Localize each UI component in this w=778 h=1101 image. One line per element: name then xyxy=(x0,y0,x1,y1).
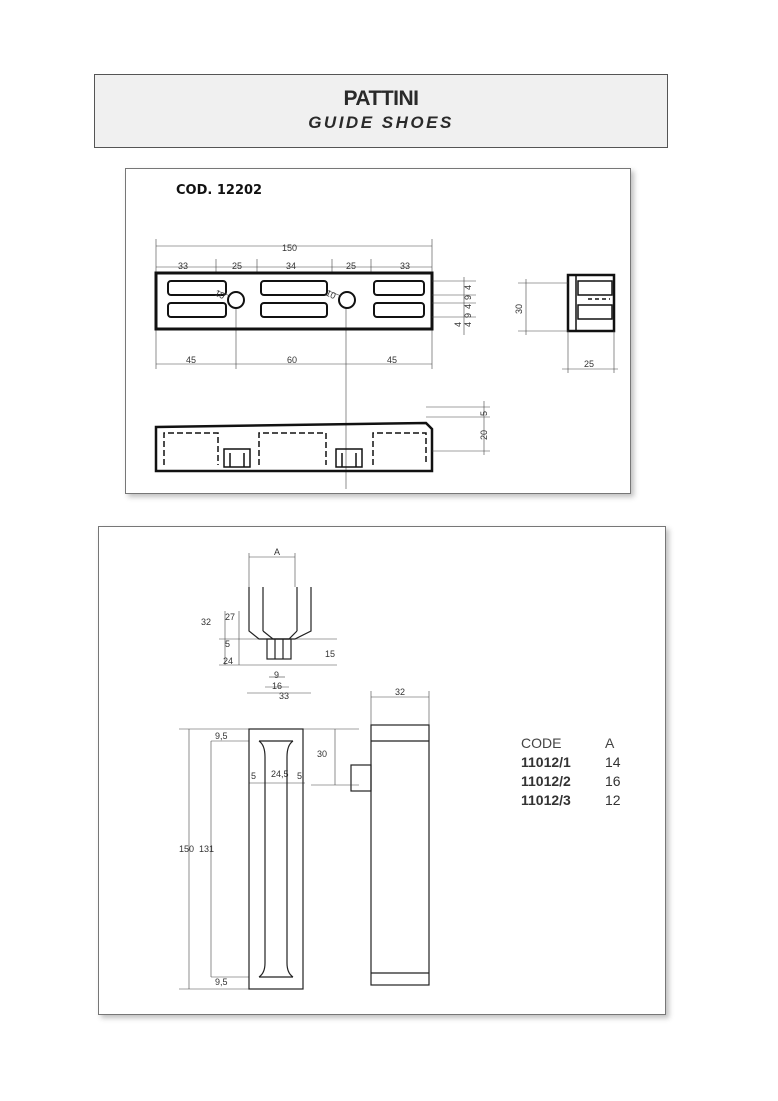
dim-stack-3: 4 xyxy=(463,304,473,309)
dim-stack-2: 9 xyxy=(463,295,473,300)
row-a: 16 xyxy=(605,772,621,789)
dim-9-5-top: 9,5 xyxy=(215,731,228,741)
page-title: PATTINI xyxy=(343,87,419,110)
row-a: 14 xyxy=(605,753,621,770)
dim-16: 16 xyxy=(272,681,282,691)
dim-stack-4: 9 xyxy=(463,313,473,318)
dim-side-25: 25 xyxy=(584,359,594,369)
dim-stack-1: 4 xyxy=(463,285,473,290)
dim-131: 131 xyxy=(199,844,214,854)
table-row: 11012/3 12 xyxy=(521,790,635,809)
dim-150: 150 xyxy=(282,243,297,253)
row-a: 12 xyxy=(605,791,621,808)
dim-24: 24 xyxy=(223,656,233,666)
dim-side-32: 32 xyxy=(395,687,405,697)
dim-25-a: 25 xyxy=(232,261,242,271)
dim-150: 150 xyxy=(179,844,194,854)
dim-34: 34 xyxy=(286,261,296,271)
dim-60: 60 xyxy=(287,355,297,365)
technical-drawing-11012: A 32 27 5 24 15 9 16 33 32 xyxy=(179,547,430,990)
dim-front-5: 5 xyxy=(479,411,489,416)
row-code: 11012/2 xyxy=(521,772,571,789)
drawing-panel-12202: COD. 12202 150 33 25 34 25 33 xyxy=(125,168,631,494)
dim-5-right: 5 xyxy=(297,771,302,781)
dim-stack-5: 4 xyxy=(463,322,473,327)
dim-27: 27 xyxy=(225,612,235,622)
table-row: 11012/2 16 xyxy=(521,771,635,790)
row-code: 11012/1 xyxy=(521,753,571,770)
code-table: CODE A 11012/1 14 11012/2 16 11012/3 12 xyxy=(521,733,635,809)
dim-front-20: 20 xyxy=(479,430,489,440)
dim-45-a: 45 xyxy=(186,355,196,365)
dim-side-30: 30 xyxy=(514,304,524,314)
dim-33: 33 xyxy=(279,691,289,701)
dim-stack-6: 4 xyxy=(453,322,463,327)
table-row: 11012/1 14 xyxy=(521,752,635,771)
dim-9-5-bottom: 9,5 xyxy=(215,977,228,987)
header-a: A xyxy=(605,734,615,751)
right-stack-dims: 4 9 4 9 4 4 xyxy=(453,285,473,327)
dim-45-b: 45 xyxy=(387,355,397,365)
technical-drawing-12202: COD. 12202 150 33 25 34 25 33 xyxy=(154,183,618,489)
dim-5-left: 5 xyxy=(251,771,256,781)
dim-24-5: 24,5 xyxy=(271,769,289,779)
code-label: COD. 12202 xyxy=(176,183,262,198)
dim-a: A xyxy=(274,547,280,557)
dim-33-a: 33 xyxy=(178,261,188,271)
drawing-panel-11012: A 32 27 5 24 15 9 16 33 32 xyxy=(98,526,666,1015)
dim-hole-left: 10 xyxy=(213,288,226,301)
page-subtitle: GUIDE SHOES xyxy=(308,113,454,132)
dim-5-top: 5 xyxy=(225,639,230,649)
dim-32-top: 32 xyxy=(201,617,211,627)
header-code: CODE xyxy=(521,734,562,751)
dim-9: 9 xyxy=(274,670,279,680)
dim-25-b: 25 xyxy=(346,261,356,271)
table-header: CODE A xyxy=(521,733,635,752)
page-header: PATTINI GUIDE SHOES xyxy=(94,74,668,148)
dim-hole-right: 10 xyxy=(324,288,337,301)
dim-30: 30 xyxy=(317,749,327,759)
dim-33-b: 33 xyxy=(400,261,410,271)
row-code: 11012/3 xyxy=(521,791,571,808)
dim-15: 15 xyxy=(325,649,335,659)
